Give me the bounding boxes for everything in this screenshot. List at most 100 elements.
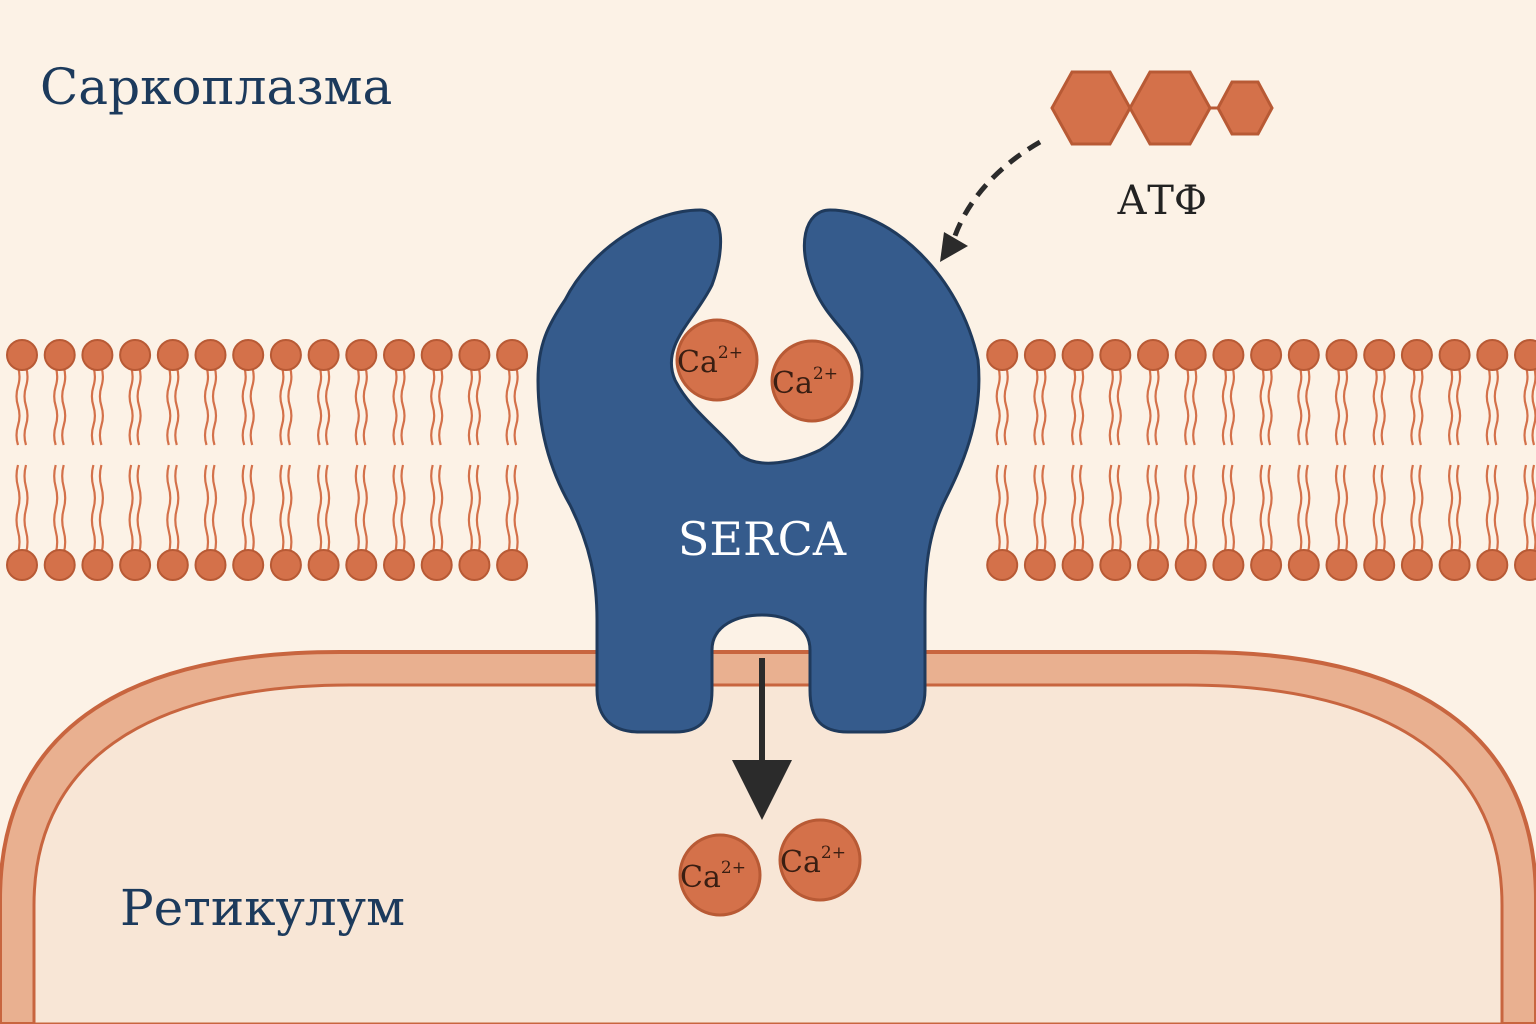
lipid-tail <box>174 366 180 446</box>
lipid-tail <box>1154 464 1160 554</box>
lipid-head <box>1476 549 1509 581</box>
lipid-head <box>345 339 378 371</box>
lipid-tail <box>1192 366 1198 446</box>
calcium-ion-released-1: Ca2+ <box>678 833 762 917</box>
lipid-head <box>307 549 340 581</box>
lipid-tail <box>1184 464 1190 554</box>
lipid-tail <box>1418 464 1424 554</box>
lipid-tail <box>362 464 368 554</box>
lipid-tail <box>174 464 180 554</box>
lipid-head <box>420 549 453 581</box>
lipid-head <box>1212 549 1245 581</box>
lipid-tail <box>128 366 134 446</box>
lipid-tail <box>136 464 142 554</box>
lipid-head <box>1514 549 1536 581</box>
lipid-head <box>496 549 529 581</box>
lipid-tail <box>505 366 511 446</box>
lipid-tail <box>400 366 406 446</box>
lipid-head <box>1099 549 1132 581</box>
lipid-tail <box>1116 366 1122 446</box>
lipid-tail <box>1493 366 1499 446</box>
lipid-tail <box>1146 464 1152 554</box>
lipid-tail <box>392 366 398 446</box>
lipid-tail <box>1493 464 1499 554</box>
lipid-head <box>156 339 189 371</box>
lipid-head <box>1137 549 1169 581</box>
lipid-head <box>1363 549 1396 581</box>
lipid-tail <box>1041 366 1047 446</box>
lipid-tail <box>513 366 519 446</box>
lipid-tail <box>98 464 104 554</box>
ion-charge: 2+ <box>821 843 846 863</box>
lipid-head <box>496 339 529 371</box>
lipid-head <box>1325 549 1358 581</box>
lipid-head <box>458 339 491 371</box>
lipid-tail <box>1342 366 1349 446</box>
ion-charge: 2+ <box>721 858 746 878</box>
lipid-tail <box>61 464 67 554</box>
lipid-tail <box>1079 366 1085 446</box>
lipid-head <box>119 549 152 581</box>
lipid-head <box>232 339 265 371</box>
lipid-tail <box>1154 366 1160 446</box>
lipid-head <box>156 549 189 581</box>
reticulum-label: Ретикулум <box>120 879 405 937</box>
lipid-tail <box>362 366 368 446</box>
lipid-tail <box>475 366 481 446</box>
lipid-tail <box>136 366 142 446</box>
svg-text:Ca2+: Ca2+ <box>680 858 746 895</box>
lipid-tail <box>1033 464 1039 554</box>
lipid-head <box>1174 549 1207 581</box>
lipid-tail <box>279 464 285 554</box>
lipid-bilayer <box>6 339 1536 581</box>
lipid-tail <box>166 366 172 446</box>
lipid-tail <box>1418 366 1424 446</box>
lipid-tail <box>279 366 285 446</box>
lipid-head <box>81 549 114 581</box>
lipid-tail <box>1380 366 1386 446</box>
lipid-head <box>986 549 1019 581</box>
lipid-tail <box>203 464 210 554</box>
lipid-tail <box>1372 464 1378 554</box>
lipid-tail <box>467 366 473 446</box>
lipid-tail <box>1146 366 1152 446</box>
lipid-tail <box>211 464 218 554</box>
lipid-tail <box>995 366 1001 446</box>
lipid-head <box>1174 339 1207 371</box>
ion-symbol: Ca <box>677 345 718 380</box>
lipid-tail <box>1485 464 1491 554</box>
lipid-tail <box>1448 464 1454 554</box>
lipid-head <box>1287 339 1320 371</box>
lipid-tail <box>23 464 29 554</box>
lipid-head <box>1400 339 1433 371</box>
lipid-tail <box>430 464 436 554</box>
lipid-head <box>1061 339 1094 371</box>
lipid-head <box>1287 549 1320 581</box>
lipid-head <box>119 339 152 371</box>
lipid-tail <box>1003 366 1009 446</box>
lipid-head <box>1250 549 1283 581</box>
lipid-tail <box>249 464 255 554</box>
lipid-head <box>1023 549 1056 581</box>
atp-molecule-icon <box>1050 70 1274 146</box>
lipid-tail <box>287 366 293 446</box>
lipid-tail <box>1485 366 1491 446</box>
lipid-tail <box>1380 464 1386 554</box>
lipid-tail <box>1259 464 1265 554</box>
lipid-head <box>383 339 415 371</box>
lipid-tail <box>1305 366 1311 446</box>
lipid-tail <box>53 366 59 446</box>
lipid-head <box>81 339 114 371</box>
lipid-head <box>269 549 302 581</box>
lipid-tail <box>354 366 360 446</box>
ion-symbol: Ca <box>680 860 721 895</box>
lipid-head <box>1212 339 1245 371</box>
lipid-tail <box>90 366 96 446</box>
lipid-tail <box>23 366 29 446</box>
lipid-tail <box>53 464 59 554</box>
lipid-head <box>6 549 38 581</box>
lipid-tail <box>354 464 360 554</box>
lipid-tail <box>203 366 210 446</box>
lipid-tail <box>1071 464 1077 554</box>
lipid-tail <box>392 464 398 554</box>
